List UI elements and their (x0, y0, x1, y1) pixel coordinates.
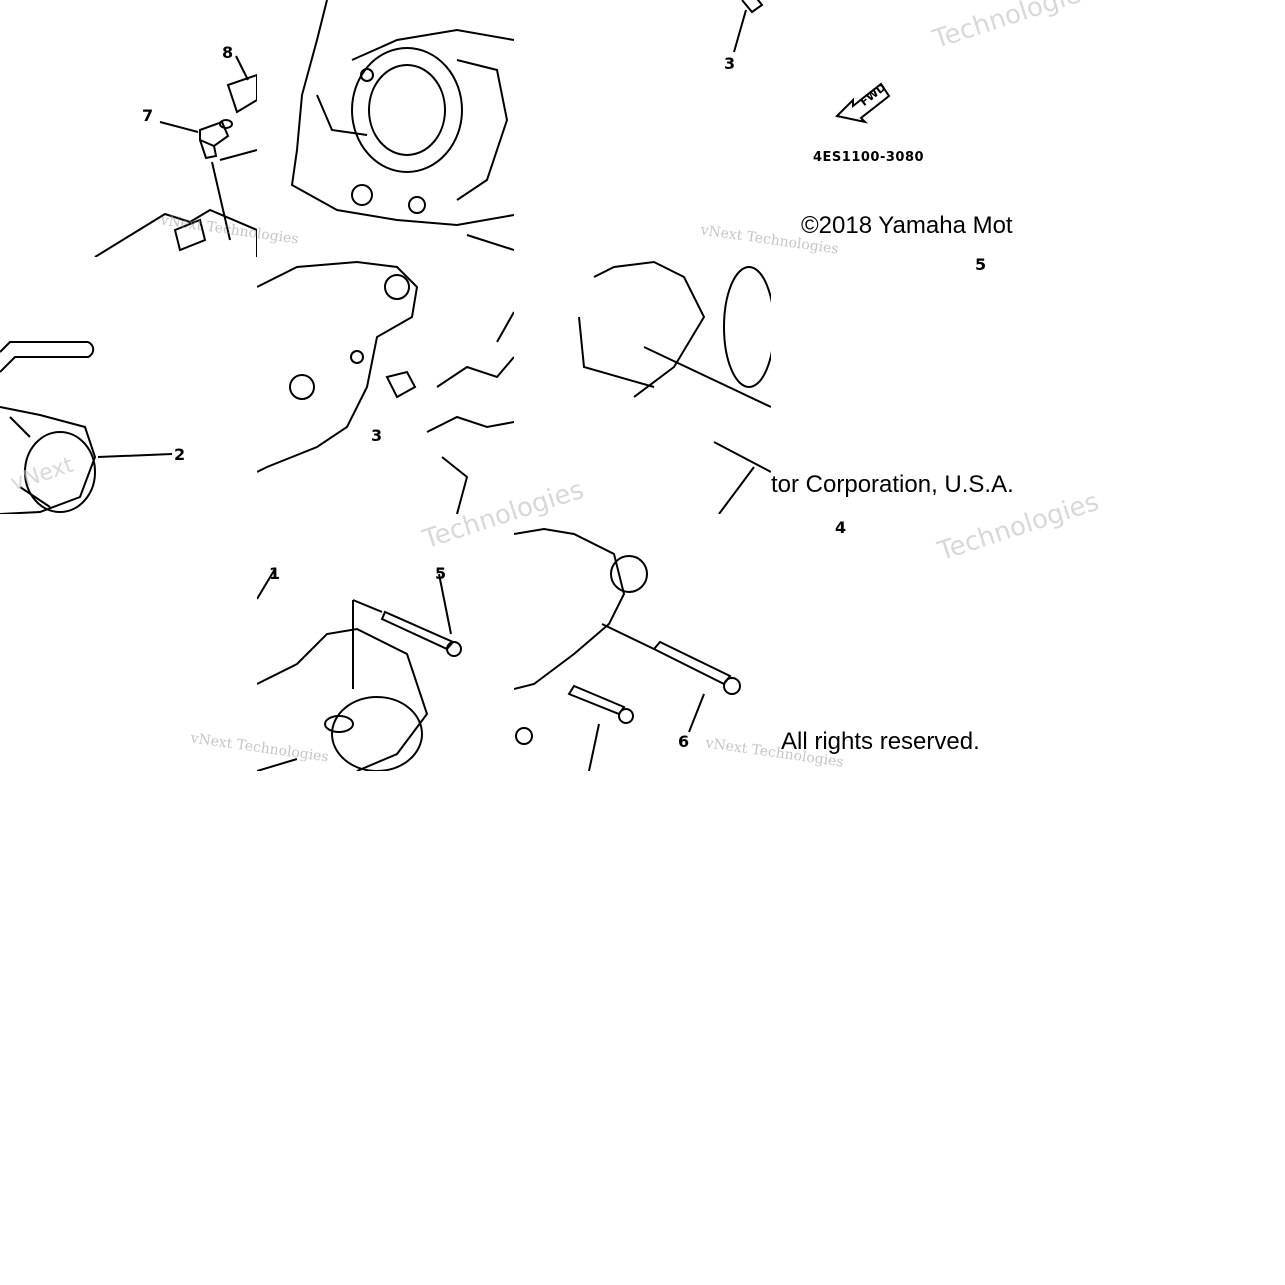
diagram-tile-hose-fitting: 8 7 (0, 0, 257, 257)
diagram-tile-stud (514, 257, 771, 514)
diagram-tile-crankcase-top (257, 0, 514, 257)
hose-fitting-drawing (94, 55, 257, 257)
crankcase-mid-drawing (257, 260, 514, 514)
copyright-line-3: All rights reserved. (781, 728, 980, 755)
callout-7-label: 8 (222, 43, 234, 62)
bolt-6-drawing (514, 527, 741, 771)
forward-arrow-icon: FWD (835, 81, 891, 124)
copyright-line-2: tor Corporation, U.S.A. (771, 471, 1014, 498)
dowel-top-drawing (733, 0, 764, 53)
diagram-tile-bolt-5: 1 5 (257, 514, 514, 771)
callout-5-top-label: 5 (975, 257, 987, 274)
diagram-tile-pump: 2 (0, 257, 257, 514)
diagram-tile-fwd: 4ES1100-3080 ©2018 Yamaha Mot (771, 0, 1028, 257)
fwd-label: FWD (858, 81, 889, 109)
diagram-tile-dowel-top: 3 (514, 0, 771, 257)
callout-1-label: 1 (269, 564, 281, 583)
pump-drawing (0, 341, 173, 514)
callout-2-label: 2 (174, 445, 186, 464)
callout-5-label: 5 (435, 564, 447, 583)
part-code-label: 4ES1100-3080 (813, 150, 925, 165)
diagram-tile-copyright-bottom: 4 All rights reserved. (771, 514, 1028, 771)
callout-6-label: 6 (678, 732, 690, 751)
stud-drawing (578, 260, 771, 514)
callout-3-mid-label: 3 (371, 426, 383, 445)
crankcase-top-drawing (290, 0, 514, 251)
diagram-tile-copyright-mid: 5 tor Corporation, U.S.A. (771, 257, 1028, 514)
callout-4-label: 4 (835, 518, 847, 537)
callout-8-label: 7 (142, 106, 154, 125)
diagram-tile-bolt-6: 6 (514, 514, 771, 771)
diagram-tile-crankcase-mid: 3 (257, 257, 514, 514)
copyright-line-1: ©2018 Yamaha Mot (801, 212, 1013, 239)
bolt-5-drawing (257, 568, 462, 771)
callout-3-top-label: 3 (724, 54, 736, 73)
